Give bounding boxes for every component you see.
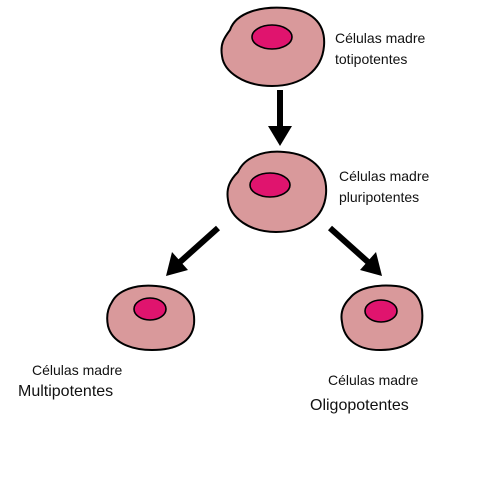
- multipotent-label-line2: Multipotentes: [18, 383, 114, 400]
- multipotent-nucleus: [133, 297, 167, 321]
- arrow-down: [268, 90, 292, 146]
- multipotent-label-line1: Células madre: [32, 362, 123, 378]
- oligopotent-label-line1: Células madre: [328, 372, 419, 388]
- multipotent-cell: [106, 284, 196, 352]
- oligopotent-label: Células madre Oligopotentes: [310, 370, 419, 417]
- arrow-down-left: [166, 225, 221, 276]
- pluripotent-cell: [226, 150, 328, 234]
- oligopotent-nucleus: [364, 299, 398, 323]
- arrow-down-right: [327, 225, 382, 276]
- totipotent-cell: [220, 6, 326, 88]
- pluripotent-label-line2: pluripotentes: [339, 189, 420, 205]
- totipotent-label-line2: totipotentes: [335, 51, 408, 67]
- oligopotent-label-line2: Oligopotentes: [310, 397, 409, 414]
- totipotent-label: Células madre totipotentes: [335, 28, 425, 70]
- pluripotent-label-line1: Células madre: [339, 168, 430, 184]
- oligopotent-cell: [340, 284, 424, 352]
- totipotent-nucleus: [251, 24, 293, 50]
- multipotent-label: Células madre Multipotentes: [18, 360, 123, 403]
- pluripotent-label: Células madre pluripotentes: [339, 166, 429, 208]
- totipotent-label-line1: Células madre: [335, 30, 426, 46]
- pluripotent-nucleus: [249, 172, 291, 198]
